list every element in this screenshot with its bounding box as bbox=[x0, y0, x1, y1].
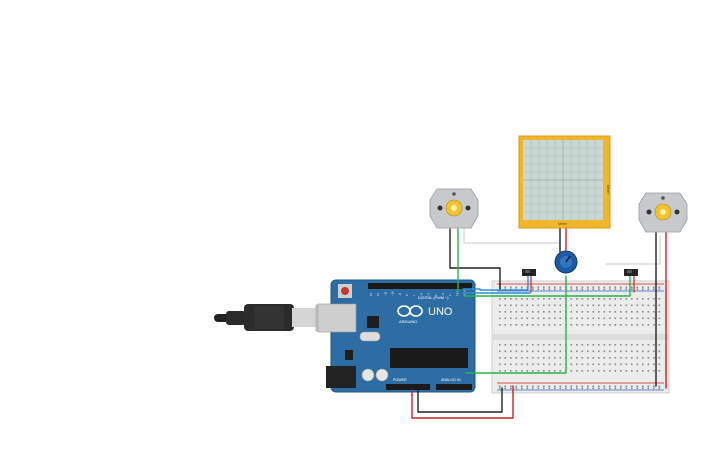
transistor-left[interactable] bbox=[522, 269, 536, 276]
reset-button[interactable] bbox=[341, 287, 349, 295]
wire-black-motor-left bbox=[449, 228, 501, 291]
digital-pin-label: 12 bbox=[376, 293, 380, 296]
digital-pin-label: ~5 bbox=[427, 292, 431, 296]
potentiometer[interactable] bbox=[554, 250, 578, 274]
wire-green-analog bbox=[465, 275, 567, 374]
wires[interactable] bbox=[411, 228, 667, 419]
arduino-uno[interactable]: UNO ARDUINO DIGITAL (PWM ~) POWER ANALOG… bbox=[317, 279, 476, 393]
digital-pin-label: ~9 bbox=[398, 292, 402, 296]
uno-brand-text: UNO bbox=[428, 306, 453, 318]
wire-green-transistor-right bbox=[463, 275, 631, 297]
digital-pin-label: ~3 bbox=[441, 292, 445, 296]
arduino-logo-right bbox=[409, 305, 423, 317]
breadboard[interactable] bbox=[491, 280, 670, 394]
dc-motor-right[interactable] bbox=[638, 192, 688, 233]
transistor-right[interactable] bbox=[624, 269, 638, 276]
wire-red-5v bbox=[411, 385, 514, 419]
wire-white-motor-right bbox=[605, 235, 661, 265]
wire-black-gnd bbox=[417, 387, 503, 413]
digital-pin-label: 2 bbox=[448, 294, 452, 296]
arduino-model-text: ARDUINO bbox=[399, 319, 417, 324]
wire-blue-1 bbox=[462, 275, 529, 291]
digital-header-label: DIGITAL (PWM ~) bbox=[418, 296, 449, 300]
digital-pin-label: 7 bbox=[412, 294, 416, 296]
digital-pin-label: TX 1 bbox=[455, 290, 459, 296]
wire-white-meter bbox=[463, 228, 561, 253]
meter-side-label: Meter bbox=[606, 185, 610, 195]
digital-pin-label: 4 bbox=[434, 294, 438, 296]
digital-pin-label: ~6 bbox=[419, 292, 423, 296]
meter-label: Meter bbox=[558, 222, 568, 226]
digital-pin-label: 8 bbox=[405, 294, 409, 296]
digital-pin-label: ~11 bbox=[383, 291, 387, 296]
power-header-label: POWER bbox=[393, 378, 407, 382]
digital-pin-label: ~10 bbox=[391, 291, 395, 296]
meter-grid bbox=[523, 140, 603, 220]
oscilloscope[interactable]: Meter Meter bbox=[518, 135, 611, 229]
digital-pin-label: 13 bbox=[369, 293, 373, 296]
breadboard-holes bbox=[499, 286, 661, 390]
dc-motor-left[interactable] bbox=[429, 188, 479, 229]
analog-header-label: ANALOG IN bbox=[441, 378, 461, 382]
